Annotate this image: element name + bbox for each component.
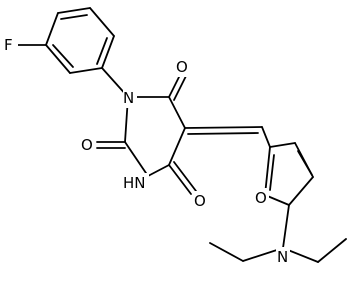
bonds: [15, 7, 347, 263]
carbonyl-oxygen-bottom: O: [194, 192, 206, 210]
amine-nitrogen-label: N: [277, 248, 288, 266]
carbonyl-oxygen-left: O: [81, 136, 93, 154]
nh-atom-label: HN: [123, 174, 146, 192]
n1-atom-label: N: [123, 89, 134, 107]
atom-labels: F N HN O O O O N: [4, 35, 290, 267]
carbonyl-oxygen-top: O: [176, 58, 188, 76]
fluorine-atom-label: F: [4, 36, 13, 54]
furan-oxygen-label: O: [255, 189, 267, 207]
